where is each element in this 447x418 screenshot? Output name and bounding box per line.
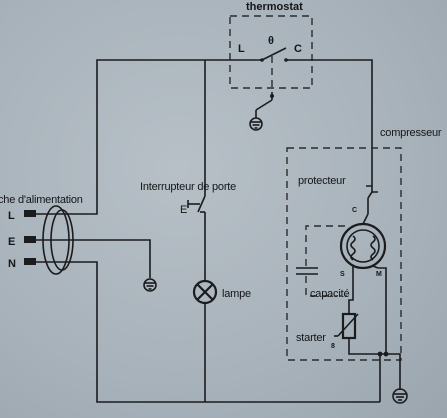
plug-label: che d'alimentation (0, 194, 83, 206)
plug-E-label: E (8, 236, 15, 248)
plug-L-label: L (8, 210, 15, 222)
thermostat-to-compressor-wire (310, 59, 373, 180)
protector-label: protecteur (298, 175, 346, 187)
thermostat-switch-icon (229, 15, 313, 92)
compressor-S-label: S (340, 271, 345, 278)
lamp-label: lampe (222, 288, 251, 300)
ground-icon (386, 353, 408, 404)
neutral-wire (30, 261, 380, 403)
ground-icon (143, 278, 157, 292)
door-switch-icon (187, 195, 206, 213)
ptc-starter-icon (334, 312, 359, 340)
compressor-C-label: C (352, 207, 357, 214)
capacitor-label: capacité (310, 288, 349, 300)
compressor-title: compresseur (380, 127, 442, 139)
thermostat-L-label: L (238, 43, 245, 55)
plug-N-label: N (8, 258, 16, 270)
starter-label: starter (296, 332, 326, 344)
compressor-M-label: M (376, 271, 382, 278)
line-L-wire (30, 59, 236, 215)
door-switch-label: Interrupteur de porte (140, 181, 236, 193)
earth-wire (30, 239, 151, 278)
thermostat-C-label: C (294, 43, 302, 55)
compressor-motor-icon (339, 213, 387, 270)
starter-pin-label: 8 (331, 343, 335, 350)
door-switch-E-label: E (180, 204, 187, 216)
capacitor-icon (296, 225, 349, 297)
thermostat-theta-label: θ (268, 35, 274, 47)
overload-protector-icon (366, 180, 378, 214)
power-plug-icon (24, 205, 74, 275)
lamp-icon (192, 279, 218, 305)
ground-icon (249, 92, 274, 131)
thermostat-title: thermostat (246, 1, 303, 13)
compressor-box (286, 147, 402, 361)
